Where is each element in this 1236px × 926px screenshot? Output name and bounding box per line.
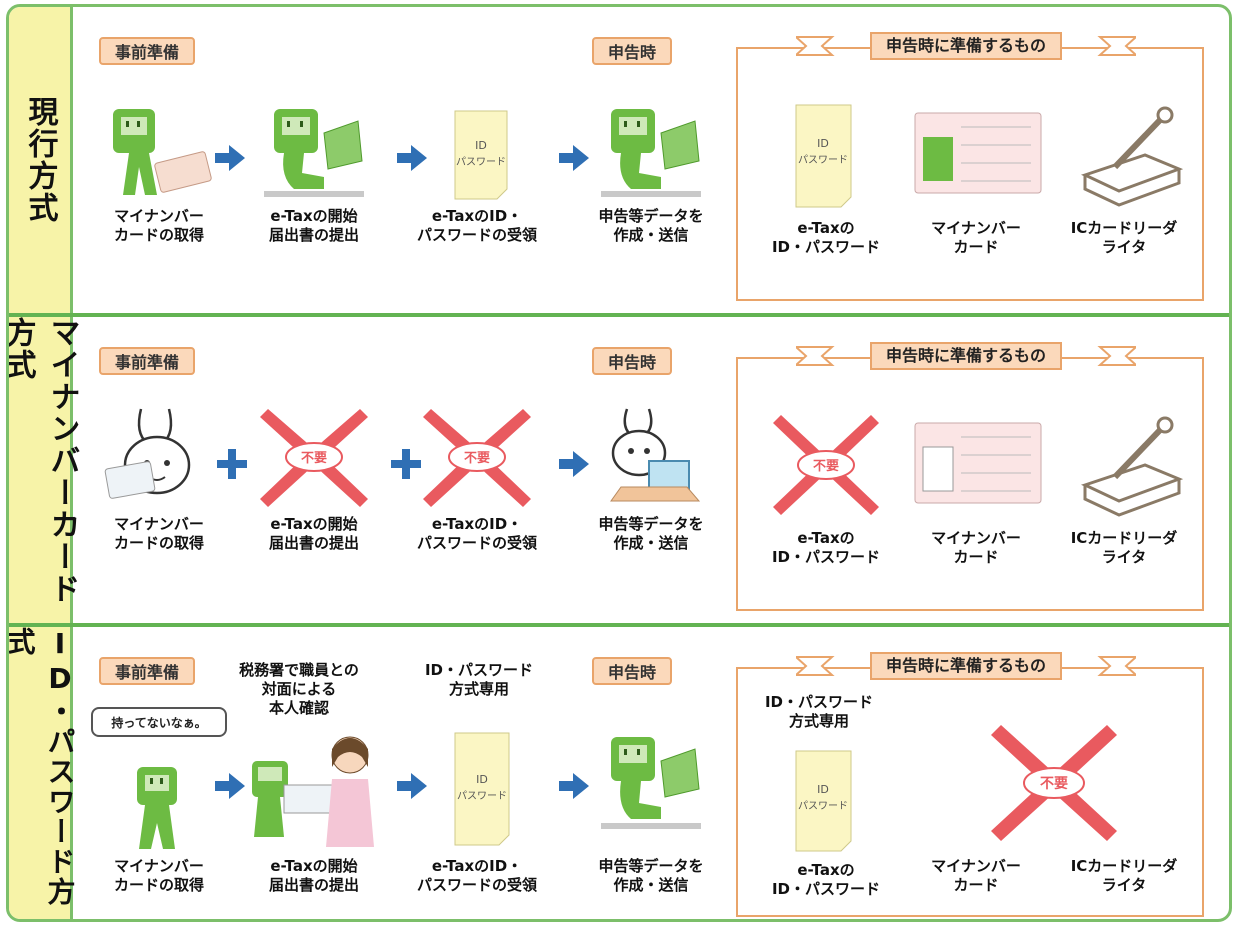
arrow-right-icon xyxy=(397,773,427,799)
plus-icon xyxy=(391,449,421,479)
step-get-card: マイナンバー カードの取得 xyxy=(89,763,229,895)
plus-icon xyxy=(217,449,247,479)
box-item-card: マイナンバー カード xyxy=(901,97,1051,257)
unnecessary-label: 不要 xyxy=(301,451,327,466)
prep-tag: 事前準備 xyxy=(99,347,196,375)
step-submit-form: e-Taxの開始 届出書の提出 xyxy=(244,727,384,895)
section-current: 現行方式 事前準備 申告時 マイナンバー カードの取得 xyxy=(9,7,1229,313)
box-note-id-only: ID・パスワード 方式専用 xyxy=(764,693,874,730)
card-reader-icon xyxy=(1080,416,1184,517)
box-item-card: マイナンバー カード xyxy=(901,407,1051,567)
step-get-card: マイナンバー カードの取得 xyxy=(89,103,229,245)
box-item-reader: ICカードリーダ ライタ xyxy=(1049,407,1199,567)
speech-bubble: 持ってないなぁ。 xyxy=(91,707,227,737)
side-label: マイナンバーカード方式 xyxy=(9,317,80,623)
doc-line1: ID xyxy=(817,783,829,796)
step-get-card: マイナンバー カードの取得 xyxy=(89,403,229,553)
step-receive-id: ID パスワード e-TaxのID・ パスワードの受領 xyxy=(407,103,547,245)
box-item-reader: ICカードリーダ ライタ xyxy=(1049,97,1199,257)
doc-line2: パスワード xyxy=(798,154,848,166)
mascot-laptop-icon xyxy=(601,109,701,197)
ribbon-icon xyxy=(796,346,1136,366)
rabbit-computer-icon xyxy=(610,408,701,502)
step-receive-id: ID パスワード e-TaxのID・ パスワードの受領 xyxy=(407,727,547,895)
doc-line2: パスワード xyxy=(798,800,848,812)
my-number-card-icon xyxy=(914,422,1042,504)
prep-tag: 事前準備 xyxy=(99,657,196,685)
id-password-doc-icon: ID パスワード xyxy=(454,732,510,846)
office-staff-icon xyxy=(252,736,374,847)
box-item-id: ID パスワード e-Taxの ID・パスワード xyxy=(751,745,901,899)
filing-tag: 申告時 xyxy=(592,37,673,65)
doc-line2: パスワード xyxy=(456,156,506,168)
items-box-title: 申告時に準備するもの xyxy=(796,341,1136,371)
section-mynumber: マイナンバーカード方式 事前準備 申告時 マイナンバー カードの取得 不要 e-… xyxy=(9,313,1229,623)
arrow-right-icon xyxy=(215,773,245,799)
arrow-right-icon xyxy=(559,145,589,171)
box-item-card: マイナンバー カード xyxy=(931,857,1021,894)
box-item-id: ID パスワード e-Taxの ID・パスワード xyxy=(751,97,901,257)
note-office-identity: 税務署で職員との 対面による 本人確認 xyxy=(239,661,359,717)
rabbit-with-card-icon xyxy=(104,408,191,499)
box-item-id: 不要 e-Taxの ID・パスワード xyxy=(751,407,901,567)
not-required-cross-icon: 不要 xyxy=(773,415,879,515)
id-password-doc-icon: ID パスワード xyxy=(454,110,508,200)
section-id-password: ID・パスワード方式 事前準備 申告時 税務署で職員との 対面による 本人確認 … xyxy=(9,623,1229,919)
ribbon-icon xyxy=(796,36,1136,56)
filing-tag: 申告時 xyxy=(592,657,673,685)
id-password-doc-icon: ID パスワード xyxy=(795,750,852,852)
step-send-data: 申告等データを 作成・送信 xyxy=(581,727,721,895)
note-id-only: ID・パスワード 方式専用 xyxy=(424,661,534,698)
doc-line1: ID xyxy=(476,773,488,786)
items-box-title: 申告時に準備するもの xyxy=(796,651,1136,681)
doc-line1: ID xyxy=(817,137,829,150)
doc-line1: ID xyxy=(475,139,487,152)
mascot-thinking-icon xyxy=(137,767,177,849)
items-box-title: 申告時に準備するもの xyxy=(796,31,1136,61)
diagram-frame: 現行方式 事前準備 申告時 マイナンバー カードの取得 xyxy=(6,4,1232,922)
unnecessary-label: 不要 xyxy=(813,459,839,474)
step-receive-id: 不要 e-TaxのID・ パスワードの受領 xyxy=(407,403,547,553)
ribbon-icon xyxy=(796,656,1136,676)
side-label: ID・パスワード方式 xyxy=(9,627,77,919)
arrow-right-icon xyxy=(559,773,589,799)
prep-tag: 事前準備 xyxy=(99,37,196,65)
filing-tag: 申告時 xyxy=(592,347,673,375)
not-required-cross-icon: 不要 xyxy=(991,725,1117,841)
id-password-doc-icon: ID パスワード xyxy=(795,104,852,208)
step-send-data: 申告等データを 作成・送信 xyxy=(581,403,721,553)
step-submit-form: e-Taxの開始 届出書の提出 xyxy=(244,103,384,245)
mascot-with-card-icon xyxy=(113,109,212,195)
mascot-laptop-icon xyxy=(601,737,701,829)
box-item-reader: ICカードリーダ ライタ xyxy=(1070,857,1178,894)
arrow-right-icon xyxy=(397,145,427,171)
arrow-right-icon xyxy=(559,451,589,477)
unnecessary-label: 不要 xyxy=(1040,776,1068,792)
step-submit-form: 不要 e-Taxの開始 届出書の提出 xyxy=(244,403,384,553)
mascot-laptop-icon xyxy=(264,109,364,197)
not-required-cross-icon: 不要 xyxy=(423,409,531,507)
not-required-cross-icon: 不要 xyxy=(260,409,368,507)
unnecessary-label: 不要 xyxy=(464,451,490,466)
side-label: 現行方式 xyxy=(9,7,73,313)
card-reader-icon xyxy=(1080,106,1184,207)
arrow-right-icon xyxy=(215,145,245,171)
step-send-data: 申告等データを 作成・送信 xyxy=(581,103,721,245)
my-number-card-icon xyxy=(914,112,1042,194)
doc-line2: パスワード xyxy=(457,790,507,802)
